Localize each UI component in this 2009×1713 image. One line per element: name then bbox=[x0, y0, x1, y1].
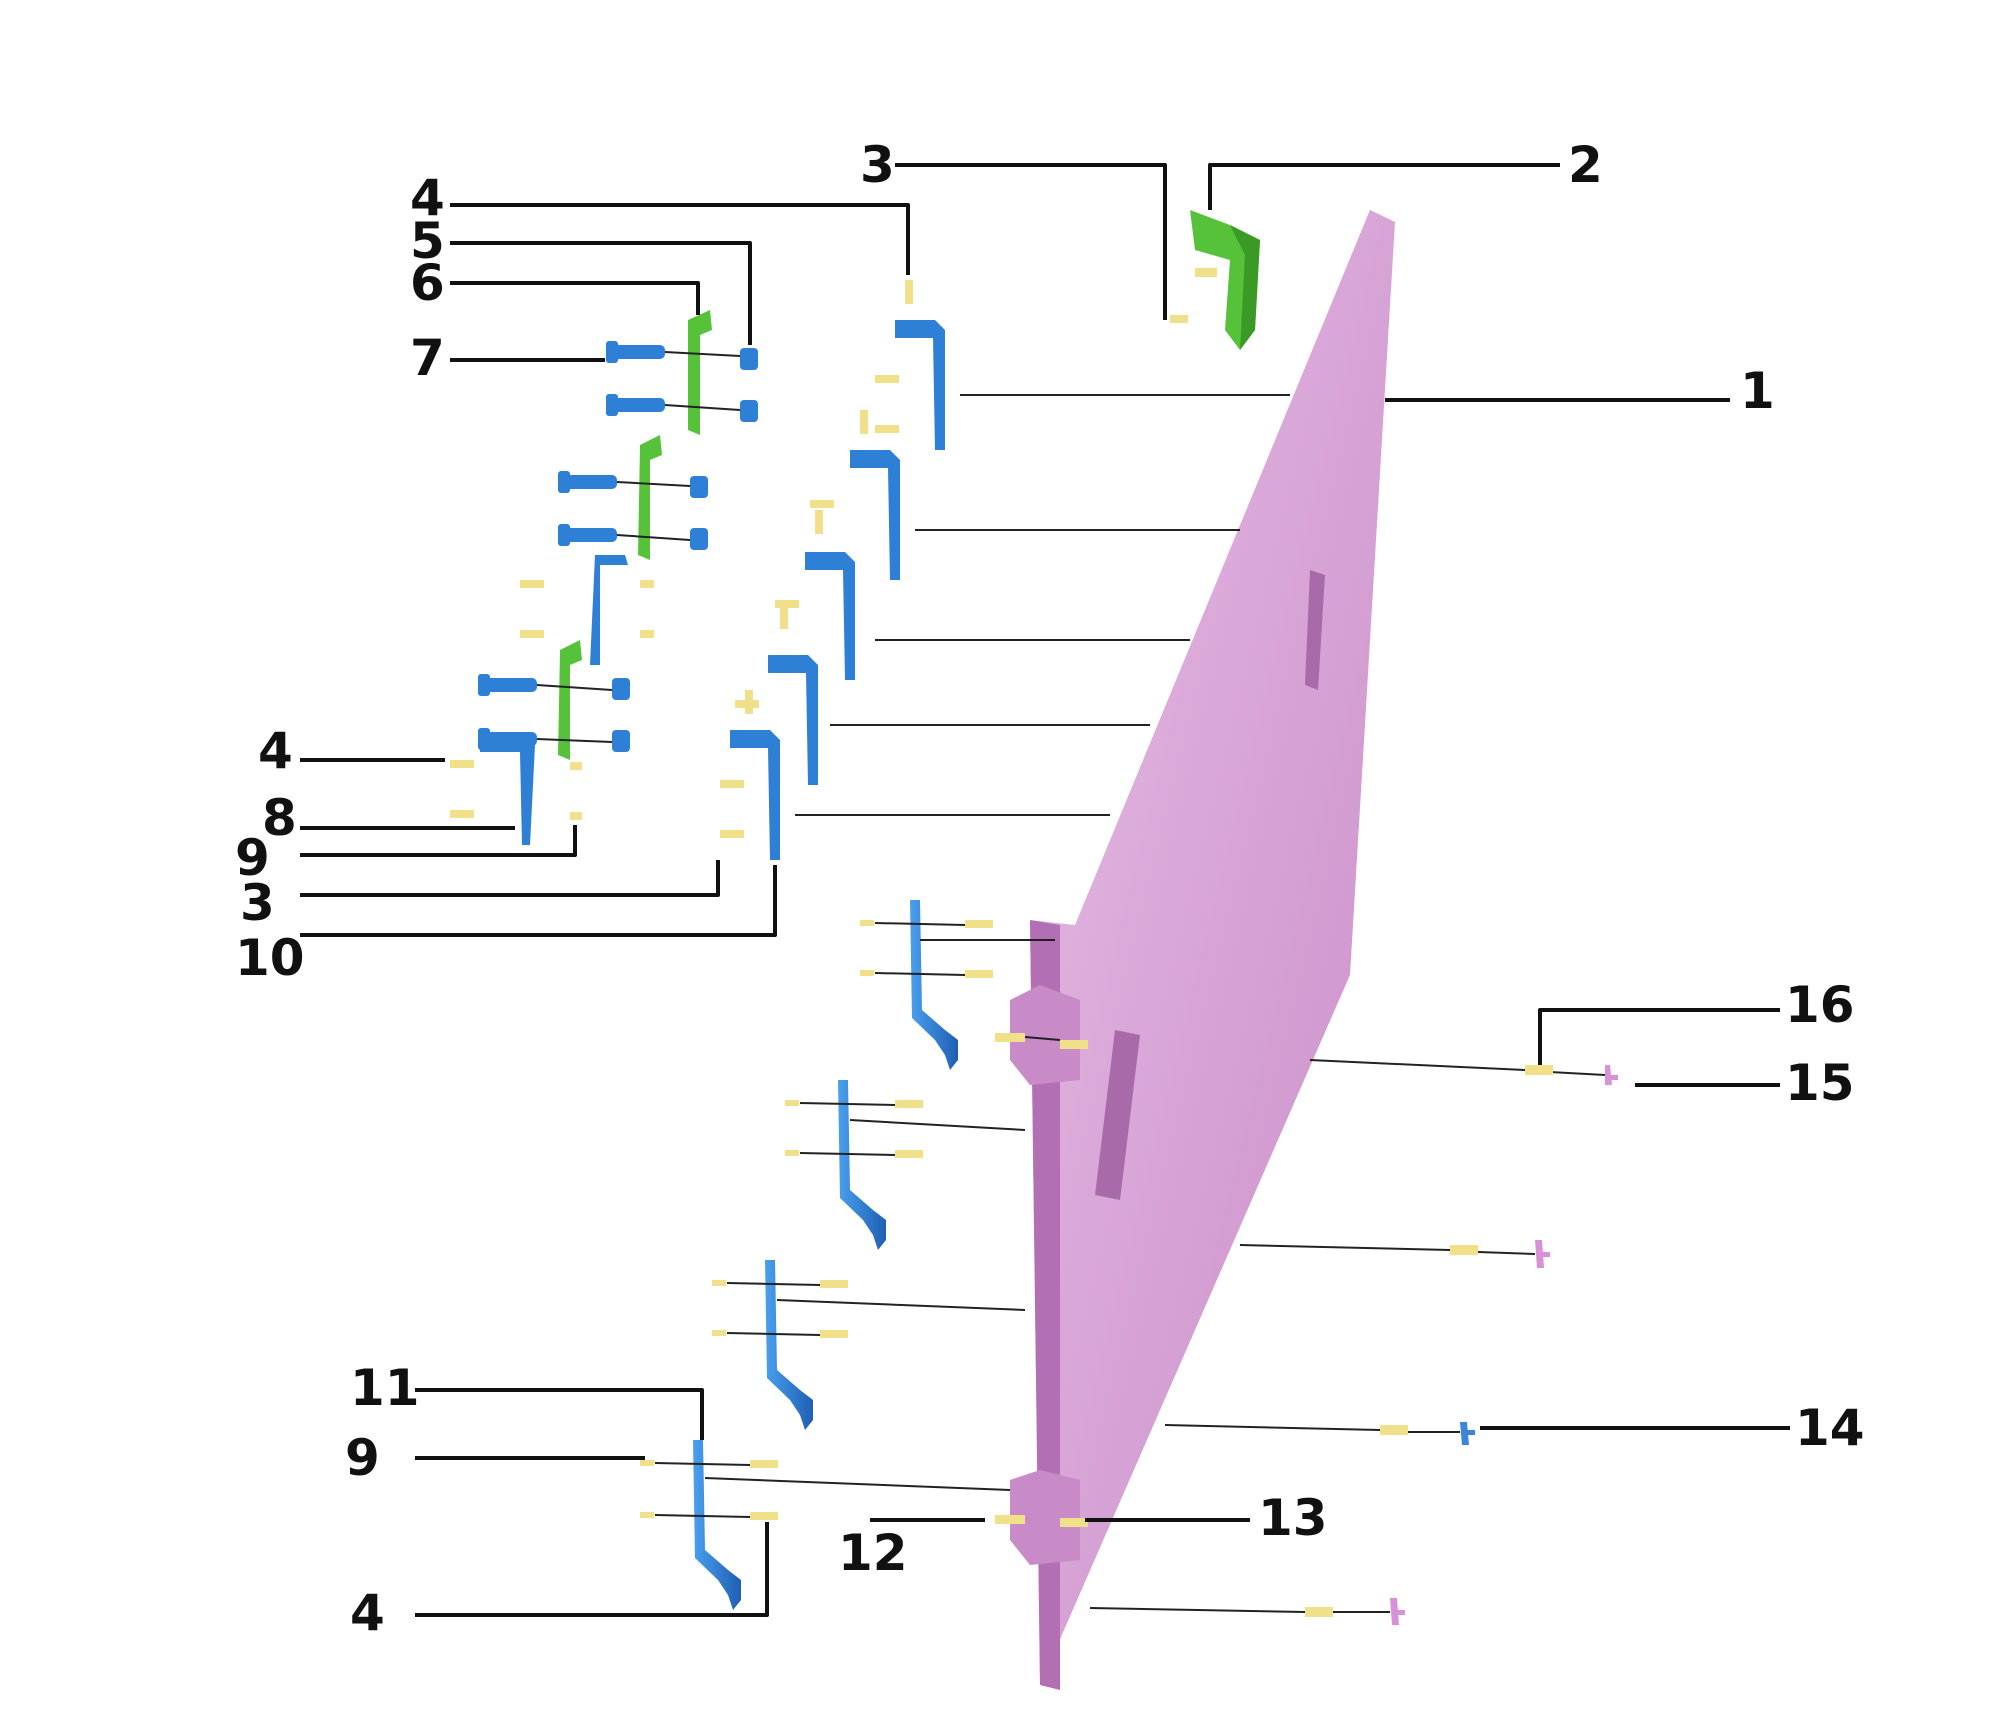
callout-15: 15 bbox=[1785, 1054, 1855, 1112]
green-plate-bracket bbox=[558, 640, 582, 760]
callout-9: 9 bbox=[345, 1429, 380, 1487]
callout-4: 4 bbox=[410, 169, 445, 227]
panel-face bbox=[1030, 210, 1395, 1685]
callout-3: 3 bbox=[860, 136, 895, 194]
panel-flange-top bbox=[1010, 985, 1080, 1085]
upper-bracket-column bbox=[450, 280, 1290, 860]
callout-7: 7 bbox=[410, 329, 445, 387]
callout-6: 6 bbox=[410, 254, 445, 312]
left-bracket-group bbox=[478, 310, 758, 760]
leader-lines bbox=[300, 163, 1790, 1617]
panel-window-upper bbox=[1305, 570, 1325, 690]
callout-11: 11 bbox=[350, 1359, 420, 1417]
callout-4: 4 bbox=[258, 722, 293, 780]
callout-3: 3 bbox=[240, 874, 275, 932]
callout-13: 13 bbox=[1258, 1489, 1328, 1547]
callout-labels: 3 2 4 5 6 7 1 4 8 9 3 10 16 15 14 11 9 1… bbox=[235, 136, 1865, 1642]
lower-bracket-column bbox=[640, 900, 1088, 1610]
callout-16: 16 bbox=[1785, 976, 1855, 1034]
callout-9: 9 bbox=[235, 829, 270, 887]
green-corner-bracket bbox=[1170, 210, 1260, 350]
right-fasteners bbox=[1089, 1059, 1618, 1625]
callout-1: 1 bbox=[1740, 362, 1775, 420]
green-plate-bracket bbox=[638, 435, 662, 560]
panel-part bbox=[1010, 210, 1395, 1690]
callout-2: 2 bbox=[1568, 136, 1603, 194]
callout-5: 5 bbox=[410, 212, 445, 270]
callout-8: 8 bbox=[262, 789, 297, 847]
callout-10: 10 bbox=[235, 929, 305, 987]
panel-window-lower bbox=[1095, 1030, 1140, 1200]
callout-4: 4 bbox=[350, 1584, 385, 1642]
callout-12: 12 bbox=[838, 1524, 908, 1582]
panel-flange-bottom bbox=[1010, 1470, 1080, 1565]
green-plate-bracket bbox=[688, 310, 712, 435]
callout-14: 14 bbox=[1795, 1399, 1865, 1457]
